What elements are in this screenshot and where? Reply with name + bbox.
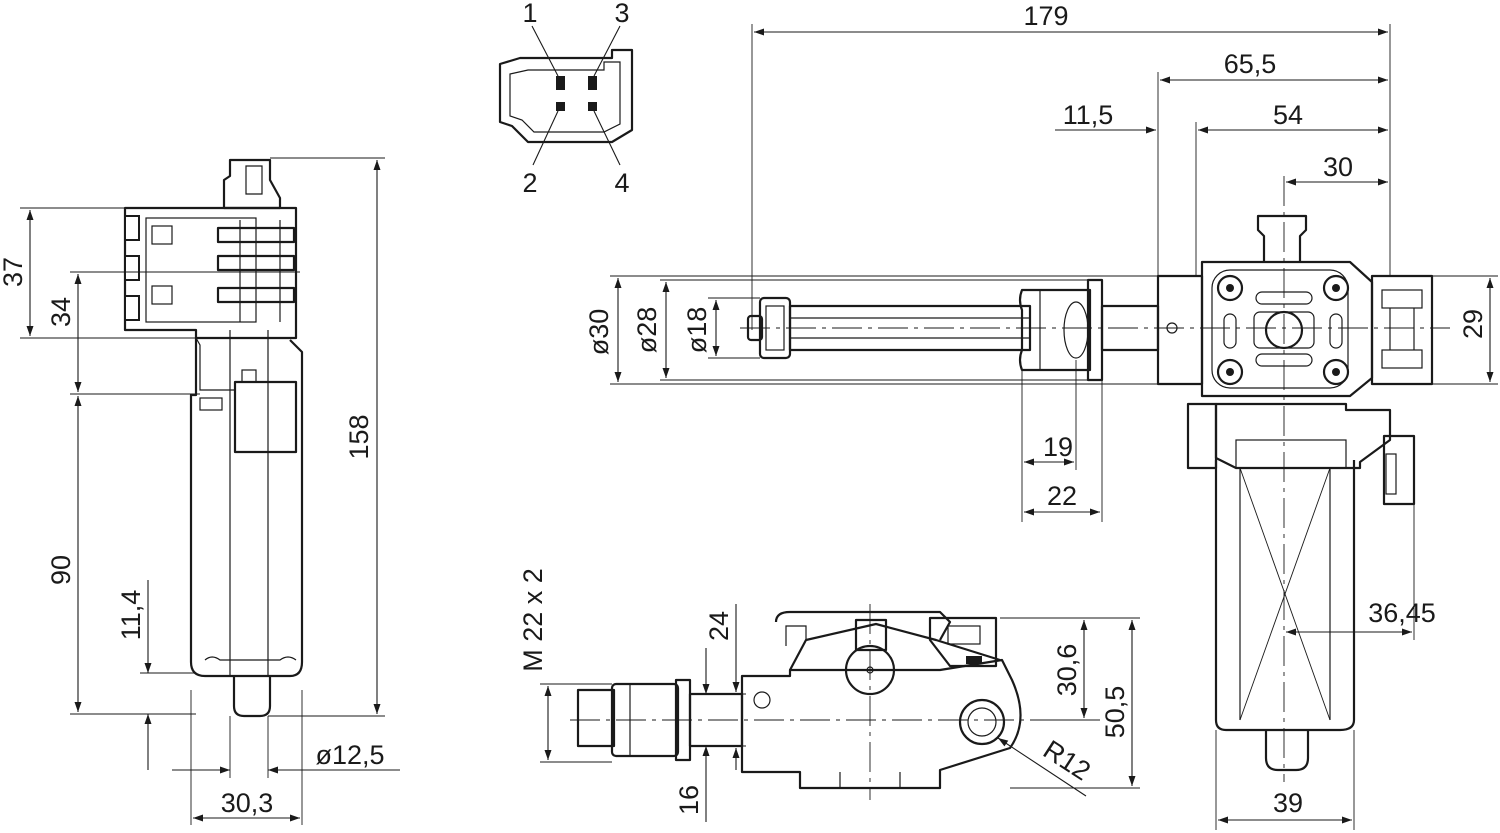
side-view-nozzle xyxy=(232,676,272,718)
bottom-view-rod xyxy=(576,688,616,748)
pin-2-leader xyxy=(532,110,559,166)
dim-54-label: 54 xyxy=(1273,100,1303,130)
screw-icon xyxy=(1216,274,1244,302)
dim-30-6-label: 30,6 xyxy=(1052,644,1082,697)
dim-29-label: 29 xyxy=(1458,309,1488,339)
dim-179-label: 179 xyxy=(1023,1,1068,31)
pin-1-leader xyxy=(531,25,559,77)
pin-3-label: 3 xyxy=(614,0,629,28)
connector-pinout: 1 2 3 4 xyxy=(498,0,634,198)
side-view-tab xyxy=(124,215,140,241)
top-view xyxy=(740,176,1450,782)
dim-158-label: 158 xyxy=(344,414,374,459)
top-view-guide-nut xyxy=(1018,288,1092,372)
dim-30-top-label: 30 xyxy=(1323,152,1353,182)
dim-90-label: 90 xyxy=(46,555,76,585)
dim-11-4-label: 11,4 xyxy=(116,590,146,641)
pin-2-label: 2 xyxy=(522,168,537,198)
side-view-motor-box xyxy=(233,380,298,454)
bottom-view-connector xyxy=(928,616,998,668)
connector-housing-inner xyxy=(509,61,621,133)
dim-16-label: 16 xyxy=(674,785,704,815)
screw-icon xyxy=(1322,358,1350,386)
dim-dia30-label: ø30 xyxy=(584,309,614,356)
dim-22-label: 22 xyxy=(1047,481,1077,511)
bottom-view-boss-nub xyxy=(854,618,888,652)
dim-r12-leader xyxy=(997,737,1087,797)
screw-icon xyxy=(1216,358,1244,386)
dim-dia12-5-label: ø12,5 xyxy=(315,740,384,770)
top-view-motor-flange xyxy=(1214,402,1392,470)
top-view-motor-tab xyxy=(1186,402,1218,470)
dim-50-5-label: 50,5 xyxy=(1100,686,1130,739)
side-view-motor-outline xyxy=(189,338,304,678)
pin-4-leader xyxy=(593,110,621,166)
dim-thread-label: M 22 x 2 xyxy=(518,568,548,672)
screw-icon xyxy=(1322,274,1350,302)
dim-36-45-label: 36,45 xyxy=(1368,598,1436,628)
top-view-motor-can xyxy=(1214,460,1356,732)
dim-11-5-label: 11,5 xyxy=(1063,100,1114,130)
connector-housing-outline xyxy=(498,48,634,144)
pin-1-label: 1 xyxy=(522,0,537,28)
pin-4-contact xyxy=(588,102,597,111)
bottom-view-housing-top xyxy=(789,622,1001,671)
dim-30-3-label: 30,3 xyxy=(221,788,274,818)
pin-4-label: 4 xyxy=(614,168,629,198)
pin-3-contact xyxy=(588,76,597,90)
dim-dia18-label: ø18 xyxy=(682,307,712,354)
bottom-view-pivot-hole xyxy=(958,698,1006,746)
bottom-view-boss xyxy=(844,644,896,696)
dim-dia28-label: ø28 xyxy=(632,307,662,354)
pin-3-leader xyxy=(593,25,621,77)
dim-39-label: 39 xyxy=(1273,788,1303,818)
pin-2-contact xyxy=(556,102,565,111)
bottom-view-dimensions: M 22 x 2 24 16 30,6 50,5 R12 xyxy=(518,568,1140,822)
side-view xyxy=(123,158,304,718)
dim-37-label: 37 xyxy=(0,257,28,287)
bottom-view-body xyxy=(740,658,1022,790)
dim-65-5-label: 65,5 xyxy=(1224,49,1277,79)
dim-34-label: 34 xyxy=(46,297,76,327)
top-view-spindle-housing xyxy=(1156,274,1204,386)
top-view-dimensions: 179 65,5 11,5 54 30 29 ø30 ø28 ø18 xyxy=(584,1,1498,830)
top-view-connector-nub xyxy=(1256,214,1308,262)
dim-r12-label: R12 xyxy=(1038,734,1096,786)
side-view-dimensions: 158 37 34 90 11,4 ø12,5 30,3 xyxy=(0,157,400,825)
dim-19-label: 19 xyxy=(1043,432,1073,462)
side-view-top-nub xyxy=(222,158,282,210)
pin-1-contact xyxy=(556,76,565,90)
top-view-plug xyxy=(1382,434,1416,506)
dim-24-label: 24 xyxy=(704,611,734,641)
top-view-motor-nozzle xyxy=(1264,730,1310,772)
bottom-view xyxy=(570,604,1030,800)
